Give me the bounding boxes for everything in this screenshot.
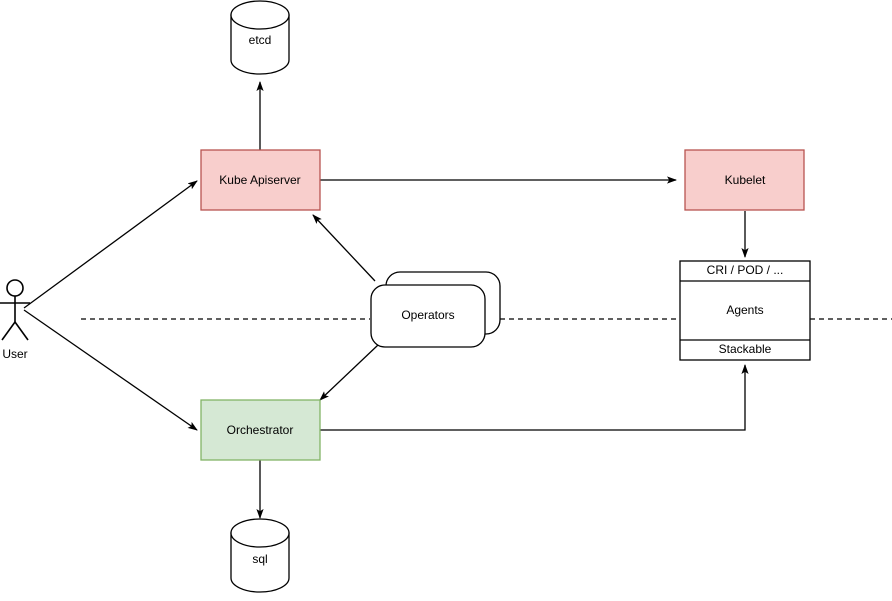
- kubelet-label: Kubelet: [725, 173, 766, 187]
- kubelet-box: [684, 149, 805, 211]
- sql-label: sql: [252, 552, 267, 566]
- actor-user-label: User: [2, 347, 27, 361]
- actor-user[interactable]: User: [0, 279, 30, 361]
- node-etcd[interactable]: etcd: [230, 0, 290, 75]
- edge-user-to-orchestrator: [23, 309, 198, 431]
- operators-box-front: [370, 284, 486, 348]
- actor-leg-left-icon: [1, 321, 16, 341]
- edge-user-to-kube-apiserver: [23, 180, 198, 309]
- node-kubelet[interactable]: Kubelet: [684, 149, 805, 211]
- kube-apiserver-box: [200, 149, 321, 211]
- sql-cylinder-body: [230, 532, 290, 593]
- edge-operators-to-orchestrator: [319, 344, 379, 401]
- actor-head-icon: [6, 279, 24, 297]
- node-orchestrator[interactable]: Orchestrator: [200, 399, 321, 461]
- agents-section-cri-label: CRI / POD / ...: [707, 263, 784, 277]
- operators-label: Operators: [401, 308, 454, 322]
- agents-box-outer: [679, 260, 811, 361]
- node-kube-apiserver[interactable]: Kube Apiserver: [200, 149, 321, 211]
- kube-apiserver-label: Kube Apiserver: [219, 173, 300, 187]
- edges-group: [23, 81, 749, 519]
- agents-section-agents-label: Agents: [726, 303, 763, 317]
- etcd-cylinder-top: [230, 0, 290, 30]
- edge-operators-to-kube-apiserver: [312, 214, 376, 282]
- orchestrator-box: [200, 399, 321, 461]
- sql-cylinder-top: [230, 518, 290, 548]
- etcd-cylinder-body: [230, 14, 290, 75]
- edge-orchestrator-to-stackable: [320, 364, 749, 431]
- actor-leg-right-icon: [14, 321, 29, 341]
- orchestrator-label: Orchestrator: [227, 423, 294, 437]
- node-operators[interactable]: Operators: [370, 271, 501, 348]
- node-sql[interactable]: sql: [230, 518, 290, 593]
- agents-section-stackable-label: Stackable: [719, 342, 772, 356]
- etcd-label: etcd: [249, 33, 272, 47]
- node-agents[interactable]: CRI / POD / ... Agents Stackable: [679, 260, 811, 361]
